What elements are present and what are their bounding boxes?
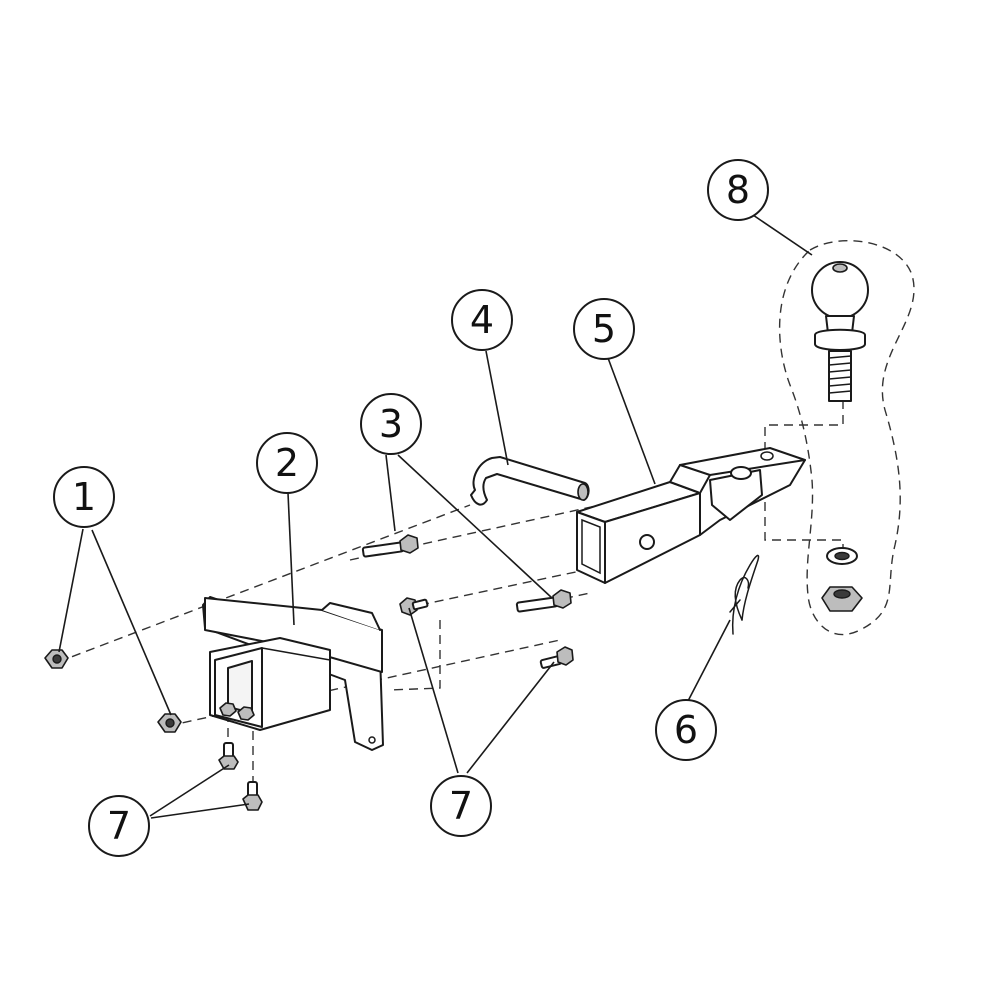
nut-lower [157, 713, 182, 733]
bracket-bolt-right [237, 706, 255, 721]
callout-label-1: 1 [72, 475, 96, 519]
callout-label-7-center: 7 [449, 784, 473, 828]
callout-label-6: 6 [674, 708, 698, 752]
hitch-pin [470, 456, 590, 506]
callout-label-8: 8 [726, 168, 750, 212]
callout-balloon-3: 3 [360, 393, 422, 455]
callout-label-4: 4 [470, 298, 494, 342]
ball-mount-shank [576, 447, 806, 584]
long-bolt-lower [515, 589, 572, 613]
callout-balloon-7-left: 7 [88, 795, 150, 857]
callout-label-3: 3 [379, 402, 403, 446]
ball-nut [821, 586, 863, 612]
hitch-ball [811, 261, 869, 402]
callout-label-5: 5 [592, 307, 616, 351]
short-bolt-right [539, 646, 574, 669]
nut-upper [44, 649, 69, 669]
callout-balloon-1: 1 [53, 466, 115, 528]
callout-balloon-2: 2 [256, 432, 318, 494]
callout-balloon-5: 5 [573, 298, 635, 360]
leader-lines [58, 214, 813, 819]
callout-balloon-7-center: 7 [430, 775, 492, 837]
callout-balloon-4: 4 [451, 289, 513, 351]
lock-washer [826, 547, 858, 565]
long-bolt-upper [361, 534, 419, 558]
short-bolt-mid [399, 597, 429, 616]
callout-balloon-8: 8 [707, 159, 769, 221]
short-bolt-lower-b [242, 781, 263, 811]
callout-balloon-6: 6 [655, 699, 717, 761]
bracket-bolt-left [219, 702, 237, 717]
callout-label-7-left: 7 [107, 804, 131, 848]
callout-label-2: 2 [275, 441, 299, 485]
hairpin-clip [729, 554, 760, 635]
receiver-bracket [202, 596, 384, 751]
